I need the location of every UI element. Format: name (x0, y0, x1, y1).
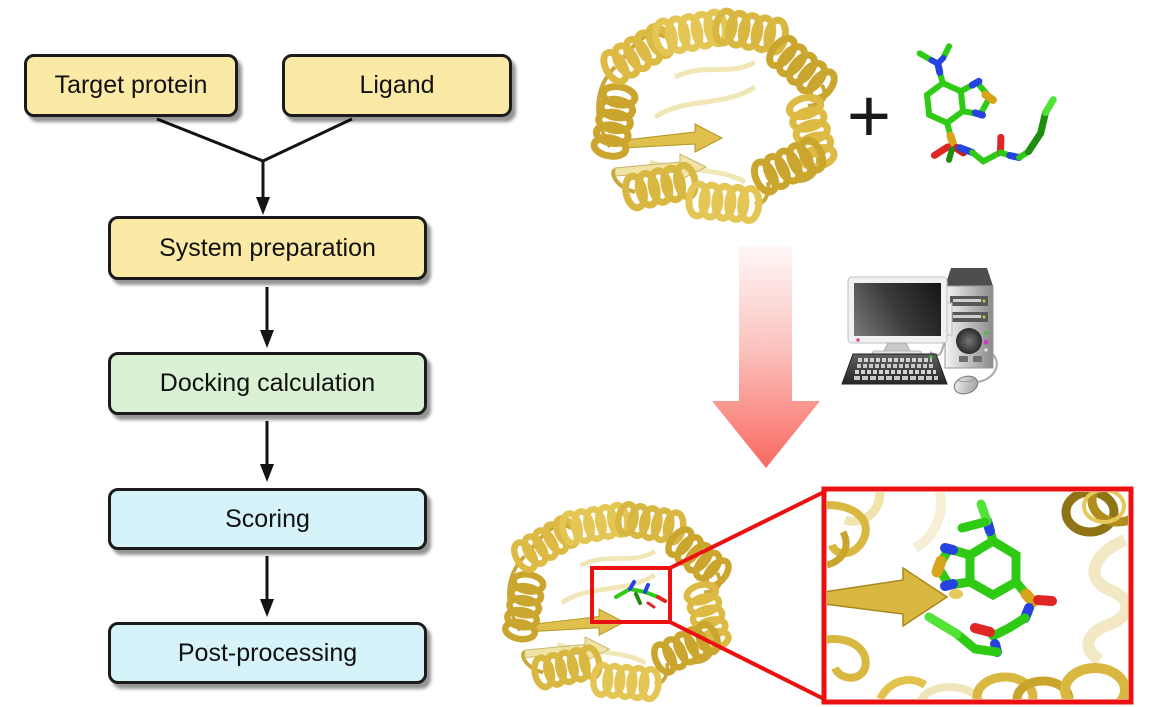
flowchart-arrowheads (256, 197, 274, 617)
node-label: Scoring (225, 504, 310, 533)
flowchart-connectors (156, 117, 353, 599)
ligand-stick-icon (919, 36, 1059, 167)
protein-ribbon-icon (593, 10, 839, 222)
binding-site-closeup (827, 492, 1128, 699)
computer-icon (841, 268, 998, 395)
binding-site-box (590, 566, 672, 624)
process-down-arrow-icon (712, 246, 820, 468)
node-post-processing: Post-processing (108, 622, 427, 684)
node-ligand: Ligand (282, 54, 512, 117)
zoom-connector-lines (669, 489, 827, 702)
plus-icon: + (847, 74, 891, 159)
monitor-screen (854, 283, 941, 336)
node-label: Docking calculation (159, 369, 376, 397)
merge-connector (156, 117, 353, 163)
tower-top (945, 268, 993, 286)
docked-ligand-icon (614, 580, 667, 609)
docked-complex-icon (504, 503, 733, 700)
zoom-panel-border (821, 486, 1134, 705)
node-system-preparation: System preparation (108, 216, 427, 280)
node-label: Ligand (359, 71, 435, 99)
mouse (953, 375, 979, 395)
node-target-protein: Target protein (24, 54, 238, 117)
zoom-panel (821, 486, 1134, 705)
node-label: Target protein (54, 71, 208, 99)
node-scoring: Scoring (108, 488, 427, 550)
node-docking-calculation: Docking calculation (108, 352, 427, 415)
node-label: System preparation (159, 233, 376, 262)
ligand-closeup-icon (924, 499, 1057, 657)
node-label: Post-processing (177, 638, 358, 667)
